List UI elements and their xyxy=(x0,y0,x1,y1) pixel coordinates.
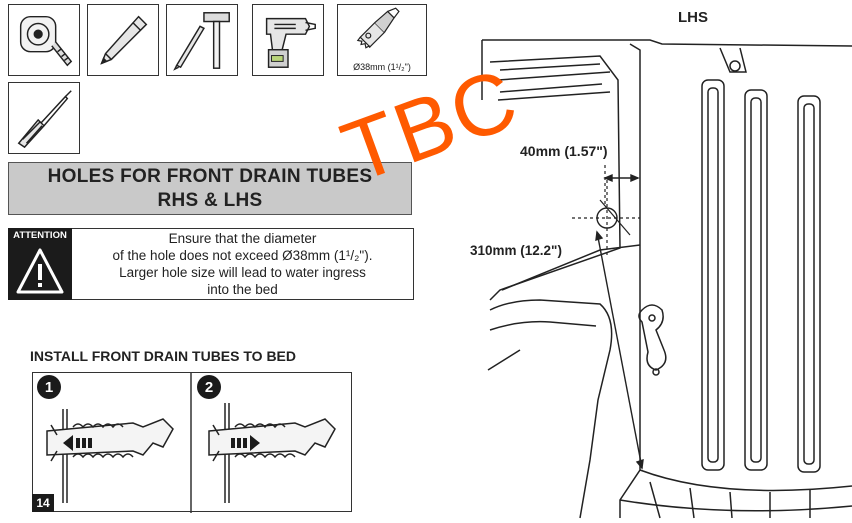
drain-tube-icon xyxy=(46,409,174,503)
attention-line: into the bed xyxy=(207,282,278,297)
attention-line: Larger hole size will lead to water ingr… xyxy=(119,265,366,280)
attention-line: Ensure that the diameter xyxy=(168,231,317,246)
section-title: HOLES FOR FRONT DRAIN TUBES RHS & LHS xyxy=(8,162,412,215)
attention-label: ATTENTION xyxy=(13,230,67,241)
tape-measure-icon xyxy=(19,15,73,67)
tool-hole-saw: Ø38mm (1¹/₂") xyxy=(337,4,427,76)
page-number: 14 xyxy=(32,494,54,512)
dimension-horizontal-label: 40mm (1.57") xyxy=(520,143,608,159)
hole-saw-icon xyxy=(356,7,400,49)
section-title-line1: HOLES FOR FRONT DRAIN TUBES xyxy=(47,166,373,187)
tool-cordless-drill xyxy=(252,4,324,76)
truck-bed-diagram: LHS 40mm (1.57") 310mm (12.2") xyxy=(470,0,852,519)
tool-hammer-and-punch xyxy=(166,4,238,76)
dimension-vertical-label: 310mm (12.2") xyxy=(470,243,562,258)
attention-panel: ATTENTION xyxy=(8,228,72,300)
install-heading: INSTALL FRONT DRAIN TUBES TO BED xyxy=(30,348,296,364)
arrow-left-icon xyxy=(63,435,92,451)
install-steps: 1 2 xyxy=(32,372,352,513)
step-2: 2 xyxy=(197,375,336,503)
step-number: 1 xyxy=(45,379,53,396)
tool-tape-measure xyxy=(8,4,80,76)
tool-screwdriver xyxy=(8,82,80,154)
marker-pen-icon xyxy=(100,15,148,65)
step-1: 1 xyxy=(37,375,174,503)
step-number: 2 xyxy=(205,379,213,396)
truck-bed-drawing: LHS 40mm (1.57") 310mm (12.2") xyxy=(470,9,852,519)
hole-saw-size-label: Ø38mm (1¹/₂") xyxy=(353,62,411,72)
screwdriver-icon xyxy=(17,90,72,149)
drain-tube-icon xyxy=(208,403,336,503)
section-title-line2: RHS & LHS xyxy=(157,190,263,211)
arrow-right-icon xyxy=(231,435,260,451)
warning-icon xyxy=(16,248,64,294)
side-label: LHS xyxy=(678,9,708,26)
step-number-badge xyxy=(197,375,221,399)
step-number-badge xyxy=(37,375,61,399)
install-steps-drawing: 1 2 xyxy=(37,373,336,513)
hammer-and-punch-icon xyxy=(173,12,230,71)
cordless-drill-icon xyxy=(265,17,316,68)
tool-marker-pen xyxy=(87,4,159,76)
attention-line: of the hole does not exceed Ø38mm (1¹/₂"… xyxy=(112,248,373,263)
attention-message: Ensure that the diameter of the hole doe… xyxy=(72,228,414,300)
